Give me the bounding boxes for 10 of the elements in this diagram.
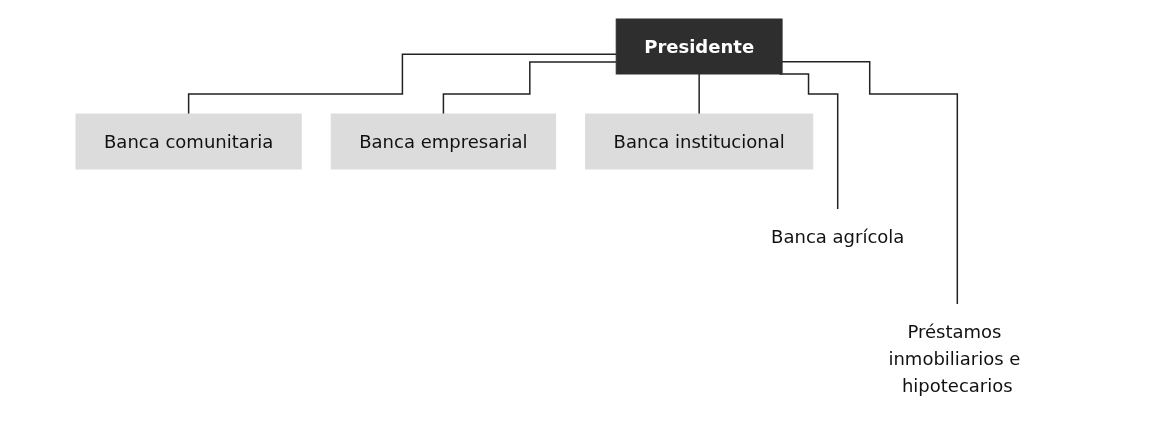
node-box: Banca comunitaria [75, 113, 303, 169]
connector [443, 60, 618, 115]
node-text: Préstamos inmobiliarios e hipotecarios [888, 320, 1021, 396]
node-box: Banca institucional [585, 113, 814, 169]
connector [188, 52, 618, 115]
node-box: Presidente [616, 18, 783, 74]
connector [781, 60, 959, 305]
node-text: Banca agrícola [771, 225, 905, 247]
node-box: Banca empresarial [331, 113, 557, 169]
connector [698, 72, 701, 115]
